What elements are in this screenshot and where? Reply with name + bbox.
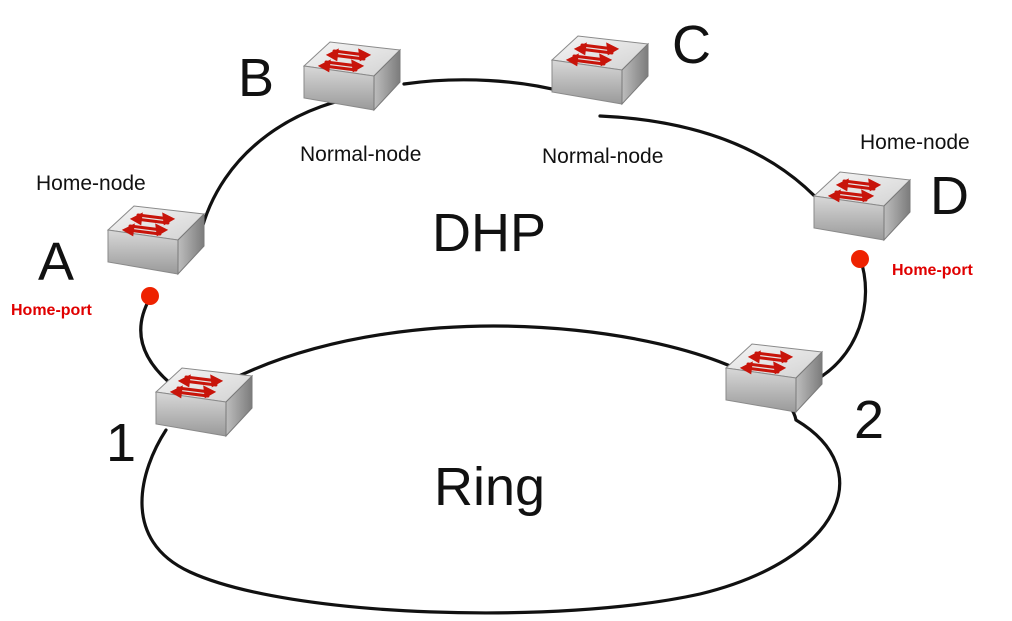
- network-switch-icon: [812, 170, 912, 242]
- dhp-title: DHP: [432, 203, 546, 263]
- port-label-d: Home-port: [892, 262, 974, 279]
- switch-node-c: [550, 34, 650, 106]
- node-letter-a: A: [38, 232, 74, 292]
- home-port-dot-a: [141, 287, 159, 305]
- node-label-2: 2: [854, 390, 884, 450]
- dhp-link-1-a: [139, 296, 178, 390]
- home-port-dot-d: [851, 250, 869, 268]
- node-label-1: 1: [106, 413, 136, 473]
- node-role-d: Home-node: [860, 131, 970, 154]
- node-letter-d: D: [930, 166, 969, 226]
- ring-title: Ring: [434, 457, 545, 517]
- network-switch-icon: [550, 34, 650, 106]
- switch-node-d: [812, 170, 912, 242]
- network-switch-icon: [724, 342, 824, 414]
- switch-node-2: [724, 342, 824, 414]
- switch-node-b: [302, 40, 402, 112]
- network-switch-icon: [154, 366, 254, 438]
- node-letter-c: C: [672, 15, 711, 75]
- node-role-c: Normal-node: [542, 145, 663, 168]
- dhp-link-d-2: [806, 256, 868, 386]
- ring-link: [140, 324, 842, 615]
- dhp-link-c-d: [598, 114, 842, 228]
- port-label-a: Home-port: [11, 302, 93, 319]
- node-role-b: Normal-node: [300, 143, 421, 166]
- switch-node-1: [154, 366, 254, 438]
- node-letter-b: B: [238, 48, 274, 108]
- dhp-link-b-c: [402, 78, 566, 94]
- network-switch-icon: [302, 40, 402, 112]
- switch-node-a: [106, 204, 206, 276]
- network-switch-icon: [106, 204, 206, 276]
- node-role-a: Home-node: [36, 172, 146, 195]
